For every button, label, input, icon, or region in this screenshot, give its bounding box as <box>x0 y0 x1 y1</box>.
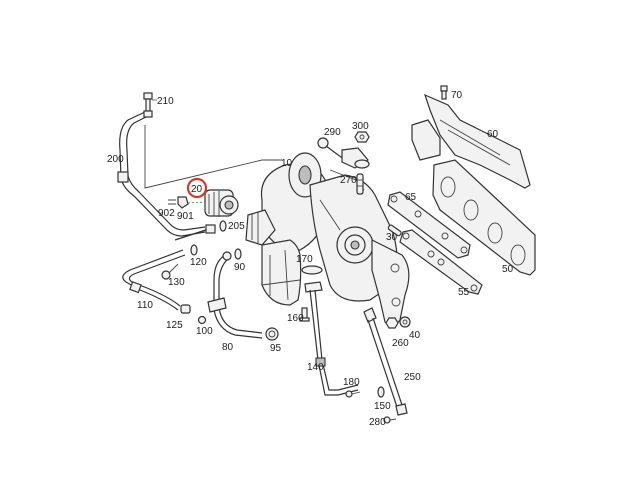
label-260[interactable]: 260 <box>392 338 409 349</box>
label-170[interactable]: 170 <box>296 254 313 265</box>
part-160-bolt[interactable] <box>299 307 310 322</box>
part-110-oil-return-hose[interactable] <box>122 249 186 311</box>
label-205[interactable]: 205 <box>228 221 245 232</box>
label-10[interactable]: 10 <box>281 158 293 169</box>
label-70[interactable]: 70 <box>451 90 463 101</box>
label-270[interactable]: 270 <box>340 175 357 186</box>
label-250[interactable]: 250 <box>404 372 421 383</box>
part-300-nut[interactable] <box>354 131 370 143</box>
label-280[interactable]: 280 <box>369 417 386 428</box>
label-300[interactable]: 300 <box>352 121 369 132</box>
part-205-fitting[interactable] <box>174 220 227 241</box>
label-140[interactable]: 140 <box>307 362 324 373</box>
part-30-stud[interactable] <box>387 224 402 237</box>
part-260-nut[interactable] <box>385 317 399 329</box>
part-20-actuator[interactable] <box>187 189 239 217</box>
part-180-bolt[interactable] <box>345 390 361 398</box>
part-10-turbocharger[interactable] <box>245 152 410 327</box>
label-100[interactable]: 100 <box>196 326 213 337</box>
part-150-seal[interactable] <box>377 386 385 398</box>
part-270-stud[interactable] <box>356 173 364 195</box>
part-140-coolant-pipe[interactable] <box>304 281 359 396</box>
part-120-seal[interactable] <box>190 244 198 256</box>
label-20[interactable]: 20 <box>191 184 203 195</box>
part-65-gasket-strip[interactable] <box>387 191 471 259</box>
label-90[interactable]: 90 <box>234 262 246 273</box>
label-130[interactable]: 130 <box>168 277 185 288</box>
label-40[interactable]: 40 <box>409 330 421 341</box>
label-902[interactable]: 902 <box>158 208 175 219</box>
highlight-ring-part-20 <box>186 177 208 199</box>
part-125-clamp[interactable] <box>180 304 191 314</box>
part-70-bolt[interactable] <box>440 85 448 100</box>
part-95-clamp[interactable] <box>265 327 279 341</box>
part-290-wastegate-rod[interactable] <box>317 137 370 169</box>
label-80[interactable]: 80 <box>222 342 234 353</box>
part-170-gasket[interactable] <box>301 265 323 275</box>
label-110[interactable]: 110 <box>137 300 153 311</box>
part-901-connector[interactable] <box>168 196 189 209</box>
label-50[interactable]: 50 <box>502 264 514 275</box>
part-55-gasket-strip[interactable] <box>399 229 483 295</box>
part-50-manifold-gasket[interactable] <box>432 159 536 276</box>
part-100-bolt[interactable] <box>197 315 207 325</box>
label-60[interactable]: 60 <box>487 129 499 140</box>
part-60-heat-shield[interactable] <box>411 93 531 189</box>
part-210-banjo-bolt[interactable] <box>143 92 157 118</box>
label-200[interactable]: 200 <box>107 154 124 165</box>
label-65[interactable]: 65 <box>405 192 417 203</box>
label-901[interactable]: 901 <box>177 211 194 222</box>
part-90-seal[interactable] <box>234 248 242 260</box>
label-120[interactable]: 120 <box>190 257 207 268</box>
label-30[interactable]: 30 <box>386 232 398 243</box>
part-labels: 210 200 20 902 901 205 10 290 300 270 70… <box>107 90 514 428</box>
label-125[interactable]: 125 <box>166 320 183 331</box>
label-55[interactable]: 55 <box>458 287 470 298</box>
part-130-bolt[interactable] <box>161 263 179 280</box>
part-250-pipe[interactable] <box>363 307 408 416</box>
label-180[interactable]: 180 <box>343 377 360 388</box>
label-210[interactable]: 210 <box>157 96 174 107</box>
part-200-oil-feed-line[interactable] <box>117 111 282 237</box>
part-80-coolant-pipe[interactable] <box>207 251 263 339</box>
label-290[interactable]: 290 <box>324 127 341 138</box>
part-40-nut[interactable] <box>399 316 411 328</box>
label-95[interactable]: 95 <box>270 343 282 354</box>
part-280-bolt[interactable] <box>383 416 397 424</box>
label-160[interactable]: 160 <box>287 313 304 324</box>
label-150[interactable]: 150 <box>374 401 391 412</box>
